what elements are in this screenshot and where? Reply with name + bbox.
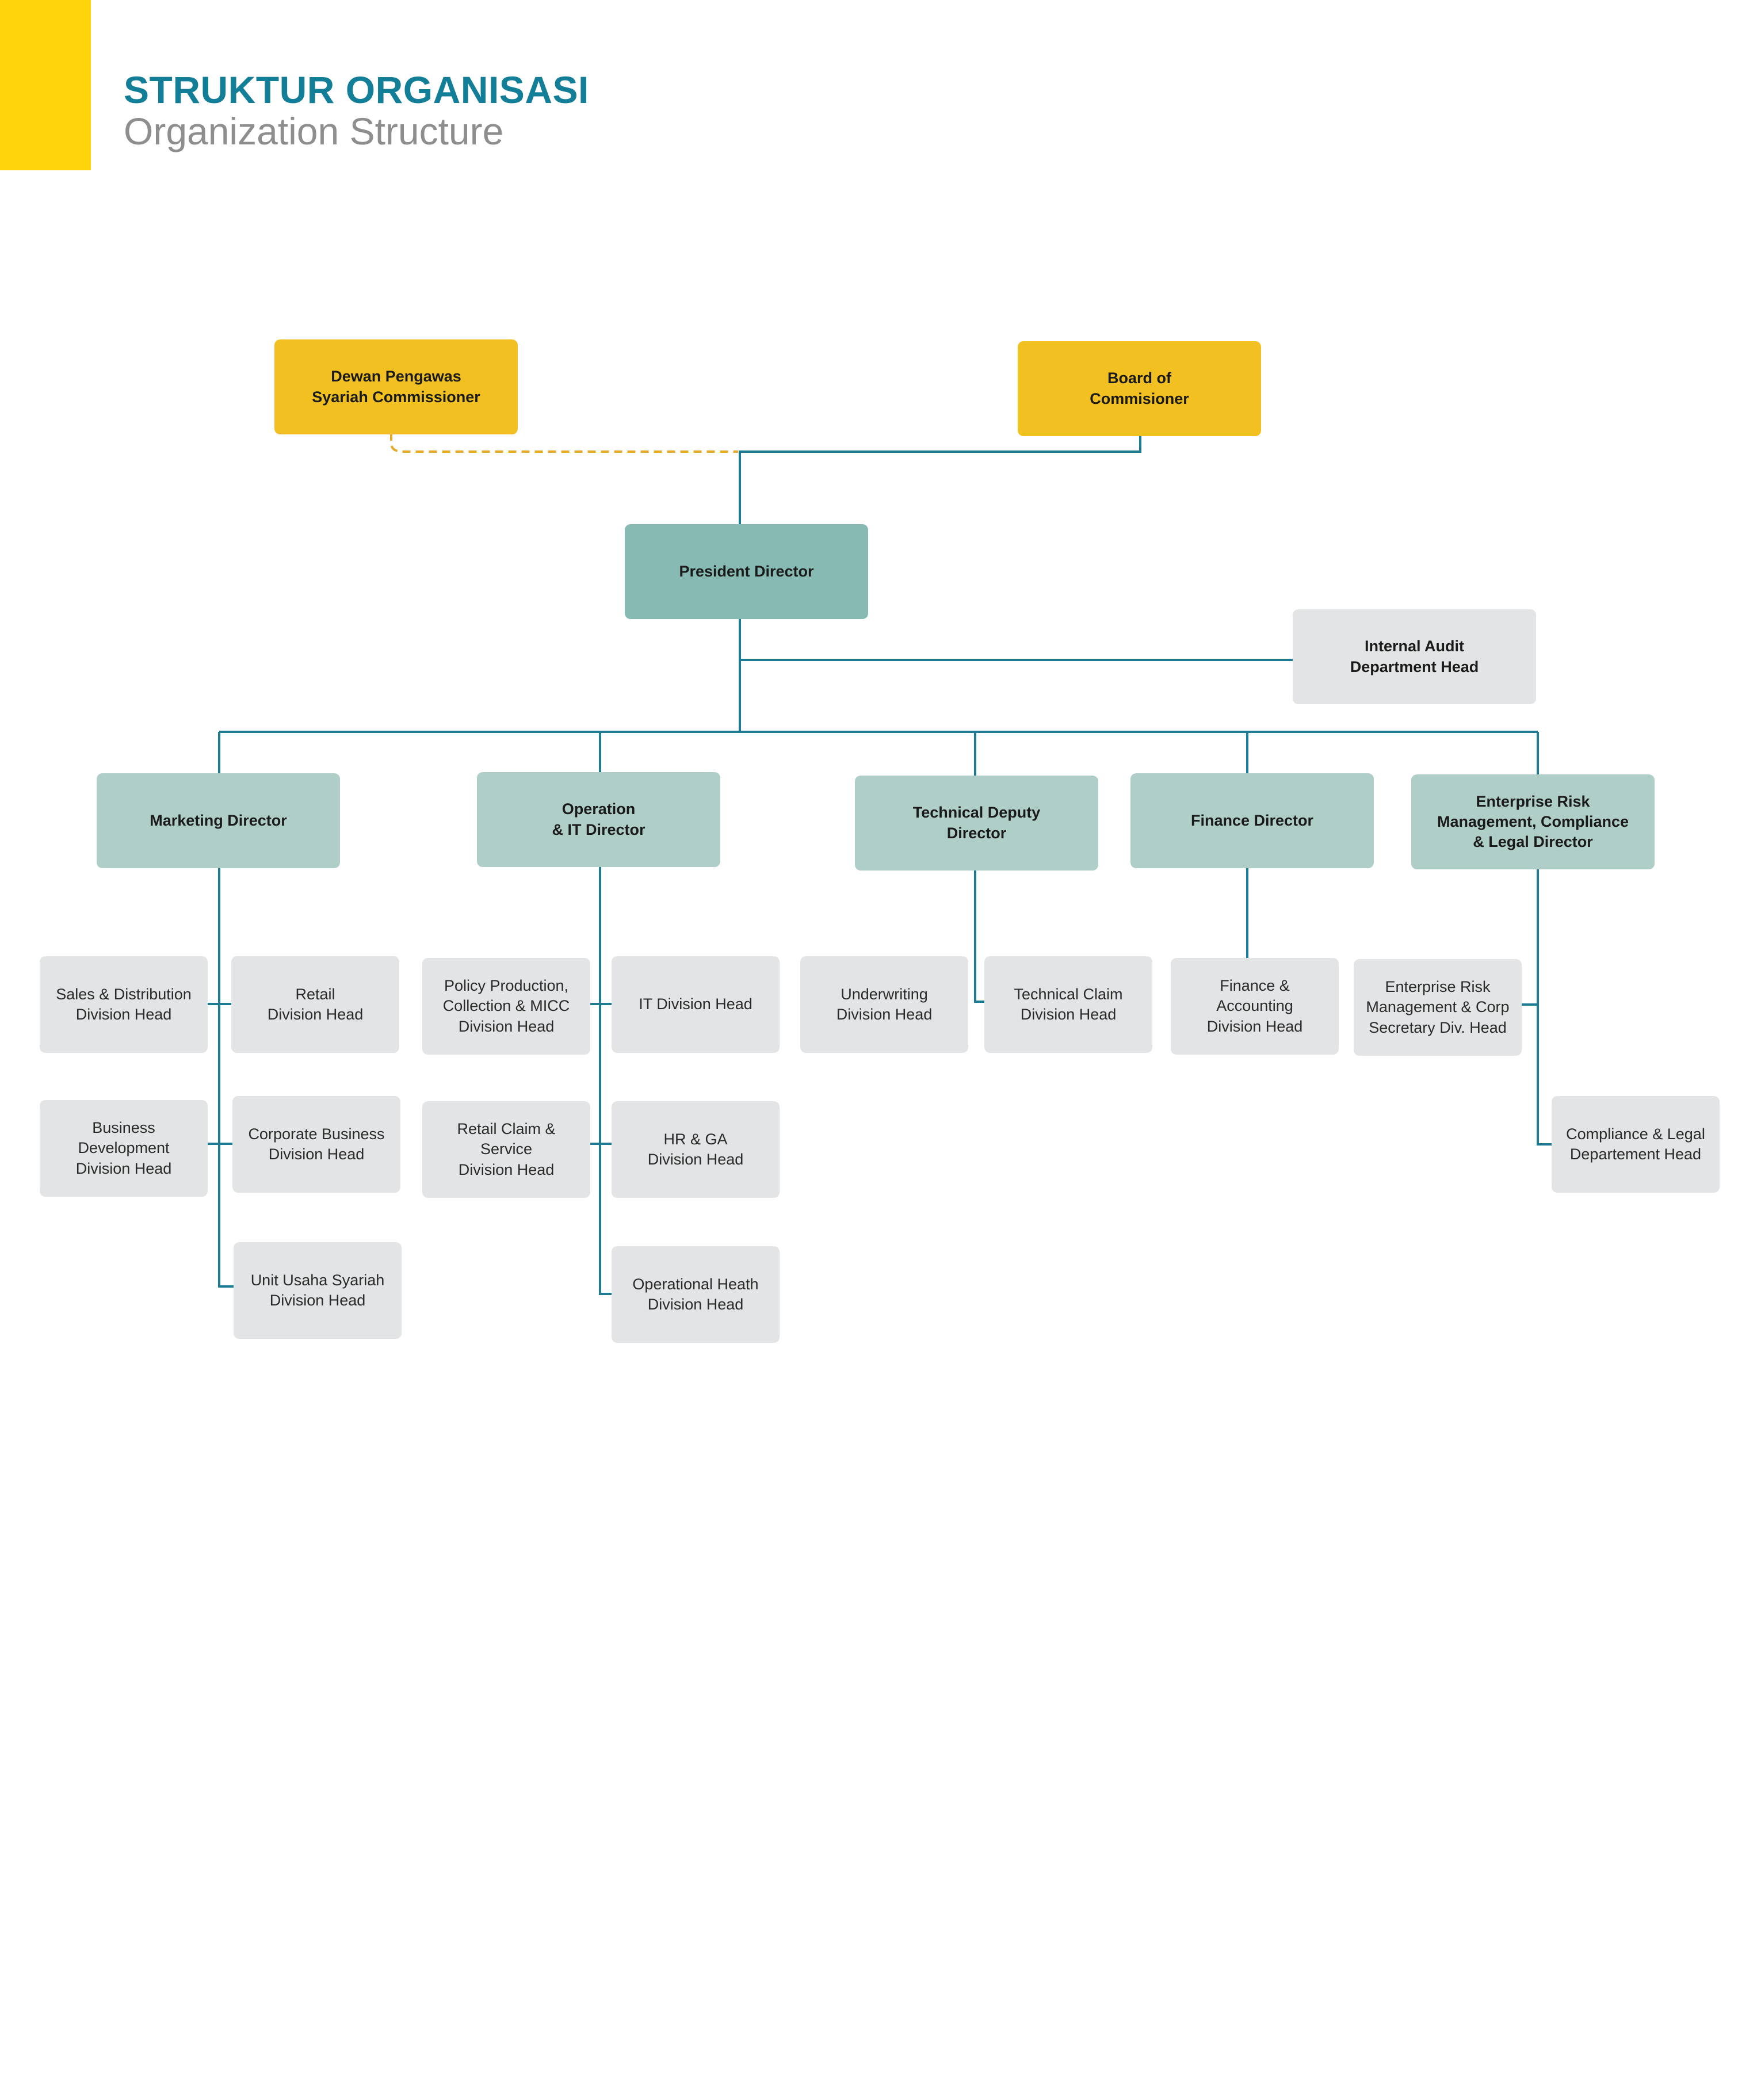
retail-division-label: Retail Division Head <box>267 985 364 1023</box>
dewan-pengawas-syariah-box: Dewan Pengawas Syariah Commissioner <box>274 339 518 434</box>
marketing-director-label: Marketing Director <box>150 811 287 829</box>
technical-claim-division-box: Technical Claim Division Head <box>984 956 1152 1053</box>
technical-deputy-director-box: Technical Deputy Director <box>855 776 1098 870</box>
operation-spine <box>599 865 612 1295</box>
finance-accounting-division-label: Finance & Accounting Division Head <box>1206 977 1303 1035</box>
page-subtitle: Organization Structure <box>124 110 504 152</box>
hr-ga-division-label: HR & GA Division Head <box>647 1130 744 1168</box>
policy-production-division-label: Policy Production, Collection & MICC Div… <box>442 977 570 1035</box>
corporate-business-division-box: Corporate Business Division Head <box>232 1096 400 1193</box>
retail-division-box: Retail Division Head <box>231 956 399 1053</box>
page-title: STRUKTUR ORGANISASI <box>124 68 589 111</box>
it-division-label: IT Division Head <box>639 995 753 1013</box>
internal-audit-label: Internal Audit Department Head <box>1350 637 1479 675</box>
marketing-director-box: Marketing Director <box>97 773 340 868</box>
technical-spine <box>974 870 984 1003</box>
underwriting-division-box: Underwriting Division Head <box>800 956 968 1053</box>
underwriting-division-label: Underwriting Division Head <box>836 985 933 1023</box>
compliance-legal-department-label: Compliance & Legal Departement Head <box>1566 1125 1705 1163</box>
erm-corp-secretary-division-box: Enterprise Risk Management & Corp Secret… <box>1354 959 1522 1056</box>
dps-dashed-connector <box>390 433 738 453</box>
board-of-commisioner-label: Board of Commisioner <box>1090 369 1189 407</box>
president-director-box: President Director <box>625 524 868 619</box>
operational-heath-division-box: Operational Heath Division Head <box>612 1246 780 1343</box>
finance-accounting-division-box: Finance & Accounting Division Head <box>1171 958 1339 1055</box>
sales-distribution-division-box: Sales & Distribution Division Head <box>40 956 208 1053</box>
technical-deputy-director-label: Technical Deputy Director <box>912 804 1041 842</box>
hr-ga-division-box: HR & GA Division Head <box>612 1101 780 1198</box>
operational-heath-division-label: Operational Heath Division Head <box>632 1275 759 1313</box>
business-development-division-label: Business Development Division Head <box>75 1119 172 1177</box>
erm-compliance-legal-director-box: Enterprise Risk Management, Compliance &… <box>1411 774 1655 869</box>
unit-usaha-syariah-division-label: Unit Usaha Syariah Division Head <box>250 1271 385 1309</box>
dewan-pengawas-syariah-label: Dewan Pengawas Syariah Commissioner <box>312 368 480 406</box>
finance-director-box: Finance Director <box>1130 773 1374 868</box>
president-director-label: President Director <box>679 562 814 580</box>
it-division-box: IT Division Head <box>612 956 780 1053</box>
corporate-business-division-label: Corporate Business Division Head <box>248 1125 385 1163</box>
compliance-legal-department-box: Compliance & Legal Departement Head <box>1552 1096 1720 1193</box>
erm-compliance-legal-director-label: Enterprise Risk Management, Compliance &… <box>1437 792 1629 851</box>
retail-claim-service-division-label: Retail Claim & Service Division Head <box>457 1120 556 1178</box>
unit-usaha-syariah-division-box: Unit Usaha Syariah Division Head <box>234 1242 402 1339</box>
operation-it-director-box: Operation & IT Director <box>477 772 720 867</box>
marketing-spine <box>218 868 234 1288</box>
finance-director-label: Finance Director <box>1190 811 1314 829</box>
board-of-commisioner-box: Board of Commisioner <box>1018 341 1261 436</box>
technical-claim-division-label: Technical Claim Division Head <box>1014 985 1123 1023</box>
retail-claim-service-division-box: Retail Claim & Service Division Head <box>422 1101 590 1198</box>
erm-corp-secretary-division-label: Enterprise Risk Management & Corp Secret… <box>1366 978 1510 1036</box>
operation-it-director-label: Operation & IT Director <box>552 800 645 838</box>
sales-distribution-division-label: Sales & Distribution Division Head <box>56 985 192 1023</box>
policy-production-division-box: Policy Production, Collection & MICC Div… <box>422 958 590 1055</box>
internal-audit-box: Internal Audit Department Head <box>1293 609 1536 704</box>
business-development-division-box: Business Development Division Head <box>40 1100 208 1197</box>
erm-spine <box>1537 869 1552 1146</box>
accent-bar <box>0 0 91 170</box>
board-connector <box>739 436 1141 525</box>
